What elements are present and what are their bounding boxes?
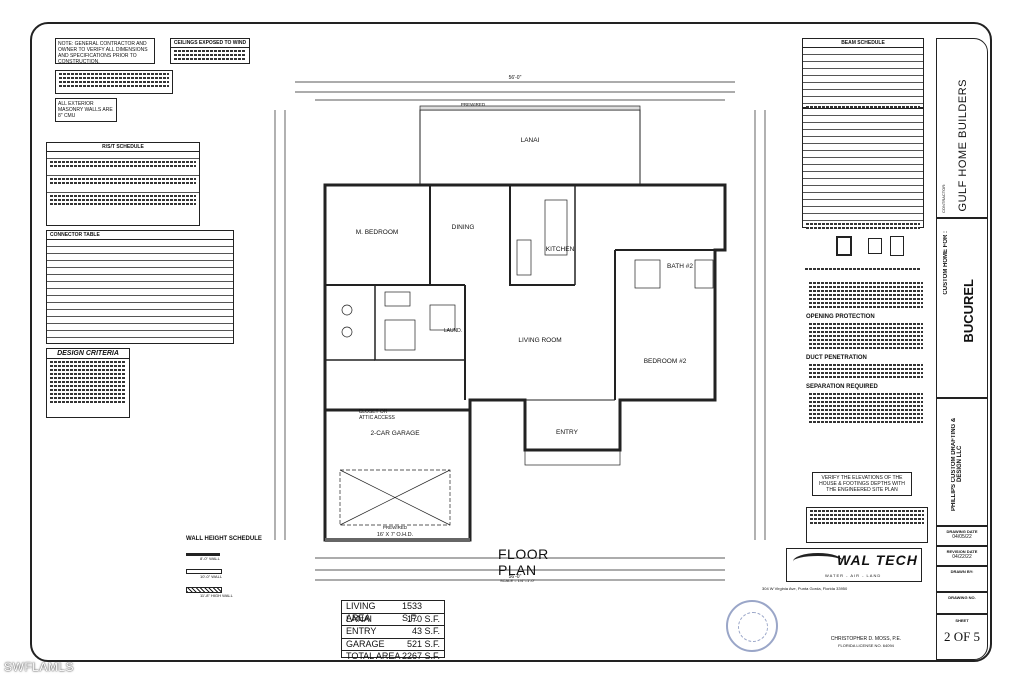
lintel-schedule-table bbox=[802, 108, 924, 229]
drawing-date-label: DRAWING DATE bbox=[946, 529, 978, 534]
designer-box: PHILLIPS CUSTOM DRAFTING & DESIGN LLC bbox=[936, 398, 988, 526]
drawing-no-label: DRAWING NO. bbox=[948, 595, 976, 600]
verify-note-box: VERIFY THE ELEVATIONS OF THE HOUSE & FOO… bbox=[812, 472, 912, 496]
room-label-living: LIVING ROOM bbox=[518, 337, 561, 344]
room-label-kitchen: KITCHEN bbox=[546, 246, 575, 253]
general-note-text: NOTE: GENERAL CONTRACTOR AND OWNER TO VE… bbox=[58, 41, 148, 65]
room-label-bedroom2: BEDROOM #2 bbox=[644, 358, 687, 365]
truss-note-box bbox=[806, 507, 928, 543]
opening-protection-title: OPENING PROTECTION bbox=[806, 314, 875, 320]
engineer-name: CHRISTOPHER D. MOSS, P.E. bbox=[830, 636, 902, 642]
floor-plan-scale: SCALE = 1/4"=1'-0" bbox=[500, 578, 535, 583]
floor-plan-drawing: LANAI M. BEDROOM DINING KITCHEN BATH #2 … bbox=[274, 75, 766, 581]
contractor-box: CONTRACTOR: GULF HOME BUILDERS bbox=[936, 38, 988, 218]
drawing-date-cell: DRAWING DATE 04/05/22 bbox=[936, 526, 988, 546]
room-label-entry: ENTRY bbox=[556, 429, 579, 436]
contractor-label: CONTRACTOR: bbox=[941, 183, 946, 213]
sheet-cell: SHEET 2 OF 5 bbox=[936, 614, 988, 660]
beam-schedule-table: BEAM SCHEDULE bbox=[802, 38, 924, 108]
drawn-by-label: DRAWN BY: bbox=[950, 569, 974, 574]
lanai-prewired: PREWIRED bbox=[461, 102, 486, 107]
wall-height-schedule: WALL HEIGHT SCHEDULE 8'-0" WALL 10'-0" W… bbox=[186, 536, 266, 616]
masonry-note-text: ALL EXTERIOR MASONRY WALLS ARE 8" CMU bbox=[58, 101, 113, 119]
wall-height-11: 11'-8" HIGH WALL bbox=[200, 593, 233, 598]
slab-note-box bbox=[55, 70, 173, 94]
garage-door-label: 16' X 7' O.H.D. bbox=[377, 532, 414, 538]
masonry-note-box: ALL EXTERIOR MASONRY WALLS ARE 8" CMU bbox=[55, 98, 117, 122]
room-label-bath2: BATH #2 bbox=[667, 263, 693, 270]
room-label-laund: LAUND. bbox=[444, 328, 462, 334]
garage-door-prewired: PREWIRED bbox=[383, 525, 408, 530]
room-label-lanai: LANAI bbox=[521, 137, 540, 144]
firm-logo-text: WAL TECH bbox=[837, 552, 918, 568]
ceilings-note-title: CEILINGS EXPOSED TO WIND bbox=[171, 39, 249, 48]
floor-plan-title: FLOOR PLAN bbox=[498, 546, 549, 578]
connector-table-title: CONNECTOR TABLE bbox=[47, 231, 233, 240]
wall-height-8: 8'-0" WALL bbox=[200, 556, 220, 561]
drawing-no-cell: DRAWING NO. bbox=[936, 592, 988, 614]
drawn-by-cell: DRAWN BY: bbox=[936, 566, 988, 592]
verify-note-text: VERIFY THE ELEVATIONS OF THE HOUSE & FOO… bbox=[819, 475, 905, 493]
client-name: BUCUREL bbox=[961, 279, 976, 343]
sheet-number: 2 OF 5 bbox=[943, 629, 981, 644]
revision-date-value: 04/22/22 bbox=[952, 554, 972, 560]
room-label-garage: 2-CAR GARAGE bbox=[370, 430, 420, 437]
beam-schedule-title: BEAM SCHEDULE bbox=[803, 39, 923, 48]
room-label-closet: CLOSET OR bbox=[359, 409, 388, 415]
overall-width-dim: 56'-0" bbox=[509, 75, 522, 81]
engineer-license: FLORIDA LICENSE NO. 64094 bbox=[838, 643, 894, 648]
wall-height-title: WALL HEIGHT SCHEDULE bbox=[186, 536, 262, 542]
revision-date-label: REVISION DATE bbox=[946, 549, 978, 554]
duct-penetration-title: DUCT PENETRATION bbox=[806, 355, 867, 361]
client-box: CUSTOM HOME FOR : BUCUREL bbox=[936, 218, 988, 398]
designer-name: PHILLIPS CUSTOM DRAFTING & DESIGN LLC bbox=[951, 417, 963, 511]
general-note-box: NOTE: GENERAL CONTRACTOR AND OWNER TO VE… bbox=[55, 38, 155, 65]
rst-schedule-title: R/S/T SCHEDULE bbox=[47, 143, 199, 152]
engineer-logo: WAL TECH WATER - AIR - LAND bbox=[786, 548, 922, 582]
side-notes: OPENING PROTECTION DUCT PENETRATION SEPA… bbox=[806, 280, 926, 425]
mls-watermark: SWFLAMLS bbox=[4, 660, 75, 674]
rst-schedule-table: R/S/T SCHEDULE bbox=[46, 142, 200, 226]
sheet-label: SHEET bbox=[955, 618, 969, 623]
room-label-attic: ATTIC ACCESS bbox=[359, 415, 395, 421]
firm-tagline: WATER - AIR - LAND bbox=[825, 573, 882, 578]
design-criteria-box: DESIGN CRITERIA bbox=[46, 348, 130, 418]
room-label-m-bedroom: M. BEDROOM bbox=[356, 229, 399, 236]
connector-table: CONNECTOR TABLE bbox=[46, 230, 234, 344]
floor-plan-title-block: FLOOR PLAN SCALE = 1/4"=1'-0" bbox=[498, 546, 588, 583]
ceilings-note-box: CEILINGS EXPOSED TO WIND bbox=[170, 38, 250, 64]
drawing-date-value: 04/05/22 bbox=[952, 534, 972, 540]
custom-home-for-label: CUSTOM HOME FOR : bbox=[943, 231, 949, 295]
overall-width-dim-bottom: 56'-0" bbox=[509, 574, 522, 580]
anchor-details bbox=[802, 232, 924, 276]
engineer-seal bbox=[726, 600, 778, 652]
design-criteria-title: DESIGN CRITERIA bbox=[47, 349, 129, 359]
drawing-sheet-border bbox=[30, 22, 992, 662]
wall-height-10: 10'-0" WALL bbox=[200, 574, 223, 579]
revision-date-cell: REVISION DATE 04/22/22 bbox=[936, 546, 988, 566]
separation-title: SEPARATION REQUIRED bbox=[806, 384, 878, 390]
contractor-name: GULF HOME BUILDERS bbox=[957, 79, 969, 212]
firm-address: 304 W Virginia Ave, Punta Gorda, Florida… bbox=[762, 586, 848, 591]
room-label-dining: DINING bbox=[452, 224, 475, 231]
